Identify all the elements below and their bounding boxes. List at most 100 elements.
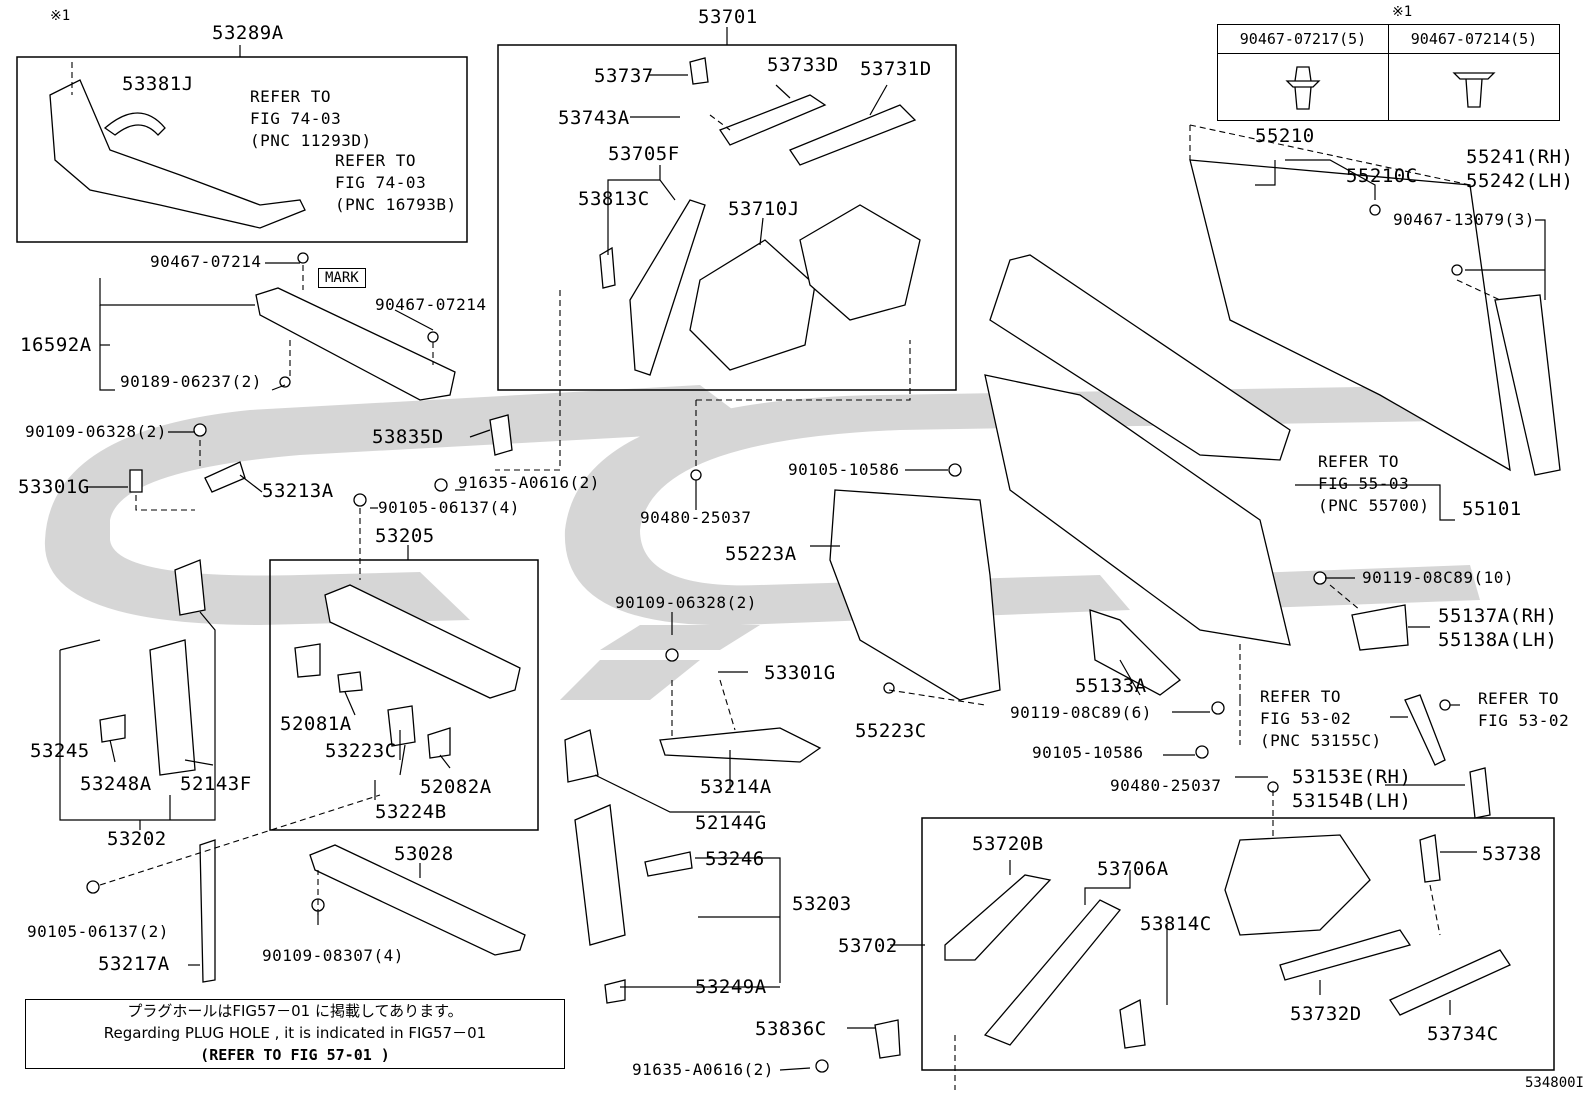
part-53706A-shape: [983, 899, 1122, 1046]
part-53224B-shape: [387, 705, 416, 747]
part-label-53223C[interactable]: 53223C: [325, 740, 397, 762]
part-label-53202[interactable]: 53202: [107, 828, 167, 850]
part-label-90119-08C89-6[interactable]: 90119-08C89(6): [1010, 703, 1152, 722]
part-label-53737[interactable]: 53737: [594, 65, 654, 87]
part-55223A-shape: [829, 489, 1001, 701]
part-label-90480-25037-b[interactable]: 90480-25037: [1110, 776, 1222, 795]
bolt-90109-06328-a: [193, 423, 207, 437]
part-55241-shape: [1494, 294, 1561, 476]
part-label-16592A[interactable]: 16592A: [20, 334, 92, 356]
part-label-90105-10586-a[interactable]: 90105-10586: [788, 460, 900, 479]
part-label-90109-06328-b[interactable]: 90109-06328(2): [615, 593, 757, 612]
part-label-53733D[interactable]: 53733D: [767, 54, 839, 76]
part-label-55210C[interactable]: 55210C: [1346, 165, 1418, 187]
part-label-90467-07214-a[interactable]: 90467-07214: [150, 252, 262, 271]
bolt-90105-10586-b: [1195, 745, 1209, 759]
part-label-90189-06237[interactable]: 90189-06237(2): [120, 372, 262, 391]
part-label-90467-13079[interactable]: 90467-13079(3): [1393, 210, 1535, 229]
part-label-91635-A0616-a[interactable]: 91635-A0616(2): [458, 473, 600, 492]
part-label-90109-06328-a[interactable]: 90109-06328(2): [25, 422, 167, 441]
part-label-90105-06137-4[interactable]: 90105-06137(4): [378, 498, 520, 517]
part-label-52081A[interactable]: 52081A: [280, 713, 352, 735]
part-label-53731D[interactable]: 53731D: [860, 58, 932, 80]
note-line: FIG 74-03: [250, 109, 342, 128]
part-label-55241[interactable]: 55241(RH): [1466, 146, 1574, 168]
part-52081A-shape: [294, 643, 321, 678]
part-label-53248A[interactable]: 53248A: [80, 773, 152, 795]
part-53733D-shape: [719, 94, 827, 146]
part-label-53705F[interactable]: 53705F: [608, 143, 680, 165]
part-53245-shape: [149, 639, 196, 776]
part-label-55242[interactable]: 55242(LH): [1466, 170, 1574, 192]
part-label-90480-25037-a[interactable]: 90480-25037: [640, 508, 752, 527]
part-55101-shape: [984, 374, 1291, 646]
part-53737-shape: [689, 57, 709, 85]
part-label-53249A[interactable]: 53249A: [695, 976, 767, 998]
part-label-53710J[interactable]: 53710J: [728, 198, 800, 220]
part-label-53214A[interactable]: 53214A: [700, 776, 772, 798]
part-label-53153E[interactable]: 53153E(RH): [1292, 766, 1412, 788]
part-label-53289A[interactable]: 53289A: [212, 22, 284, 44]
clip-header-2[interactable]: 90467-07214(5): [1388, 24, 1560, 54]
part-label-53154B[interactable]: 53154B(LH): [1292, 790, 1412, 812]
part-label-53224B[interactable]: 53224B: [375, 801, 447, 823]
part-label-53213A[interactable]: 53213A: [262, 480, 334, 502]
part-label-53734C[interactable]: 53734C: [1427, 1023, 1499, 1045]
part-52082A-shape: [427, 727, 451, 759]
part-label-53813C[interactable]: 53813C: [578, 188, 650, 210]
part-label-55137A[interactable]: 55137A(RH): [1438, 605, 1558, 627]
clip-90189-06237: [279, 376, 291, 388]
part-label-90105-06137-2[interactable]: 90105-06137(2): [27, 922, 169, 941]
note-refer-11293d: REFER TO FIG 74-03 (PNC 11293D): [250, 86, 372, 152]
plug-hole-callout: プラグホールはFIG57－01 に掲載してあります。 Regarding PLU…: [25, 999, 565, 1069]
part-label-53205[interactable]: 53205: [375, 525, 435, 547]
part-label-55223C[interactable]: 55223C: [855, 720, 927, 742]
note-line: (PNC 11293D): [250, 131, 372, 150]
part-53732D-shape: [1279, 929, 1412, 981]
part-label-53245[interactable]: 53245: [30, 740, 90, 762]
part-label-53720B[interactable]: 53720B: [972, 833, 1044, 855]
part-label-55133A[interactable]: 55133A: [1075, 675, 1147, 697]
diagram-id: 534800I: [1524, 1075, 1584, 1091]
part-label-53028[interactable]: 53028: [394, 843, 454, 865]
bolt-91635-A0616-a: [434, 478, 448, 492]
part-label-55101[interactable]: 55101: [1462, 498, 1522, 520]
part-label-55138A[interactable]: 55138A(LH): [1438, 629, 1558, 651]
part-label-90109-08307[interactable]: 90109-08307(4): [262, 946, 404, 965]
callout-reference[interactable]: (REFER TO FIG 57-01 ): [200, 1046, 390, 1064]
part-label-53301G-a[interactable]: 53301G: [18, 476, 90, 498]
part-label-55223A[interactable]: 55223A: [725, 543, 797, 565]
part-label-55210[interactable]: 55210: [1255, 125, 1315, 147]
part-label-91635-A0616-b[interactable]: 91635-A0616(2): [632, 1060, 774, 1079]
clip-table-marker: ※1: [1392, 4, 1413, 20]
part-label-53738[interactable]: 53738: [1482, 843, 1542, 865]
part-label-52082A[interactable]: 52082A: [420, 776, 492, 798]
part-label-53732D[interactable]: 53732D: [1290, 1003, 1362, 1025]
part-label-53701[interactable]: 53701: [698, 6, 758, 28]
part-53381J-shape: [103, 112, 166, 136]
part-label-53743A[interactable]: 53743A: [558, 107, 630, 129]
part-label-53706A[interactable]: 53706A: [1097, 858, 1169, 880]
part-label-52143F[interactable]: 52143F: [180, 773, 252, 795]
group-box-53205: [269, 559, 539, 831]
part-drawings: [49, 57, 1561, 1073]
part-label-53301G-b[interactable]: 53301G: [764, 662, 836, 684]
part-label-53203[interactable]: 53203: [792, 893, 852, 915]
part-label-53217A[interactable]: 53217A: [98, 953, 170, 975]
part-label-90105-10586-b[interactable]: 90105-10586: [1032, 743, 1144, 762]
part-label-52144G[interactable]: 52144G: [695, 812, 767, 834]
note-line: REFER TO: [1478, 689, 1560, 708]
part-label-53381J[interactable]: 53381J: [122, 73, 194, 95]
part-53248A-shape: [99, 714, 126, 743]
part-label-53836C[interactable]: 53836C: [755, 1018, 827, 1040]
part-label-53814C[interactable]: 53814C: [1140, 913, 1212, 935]
part-label-90467-07214-b[interactable]: 90467-07214: [375, 295, 487, 314]
part-label-53246[interactable]: 53246: [705, 848, 765, 870]
clip-header-1[interactable]: 90467-07217(5): [1217, 24, 1389, 54]
note-line: (PNC 53155C): [1260, 731, 1382, 750]
part-label-90119-08C89-10[interactable]: 90119-08C89(10): [1362, 568, 1514, 587]
part-label-53702[interactable]: 53702: [838, 935, 898, 957]
part-label-53835D[interactable]: 53835D: [372, 426, 444, 448]
note-line: REFER TO: [335, 151, 417, 170]
part-53028-shape: [309, 844, 526, 956]
